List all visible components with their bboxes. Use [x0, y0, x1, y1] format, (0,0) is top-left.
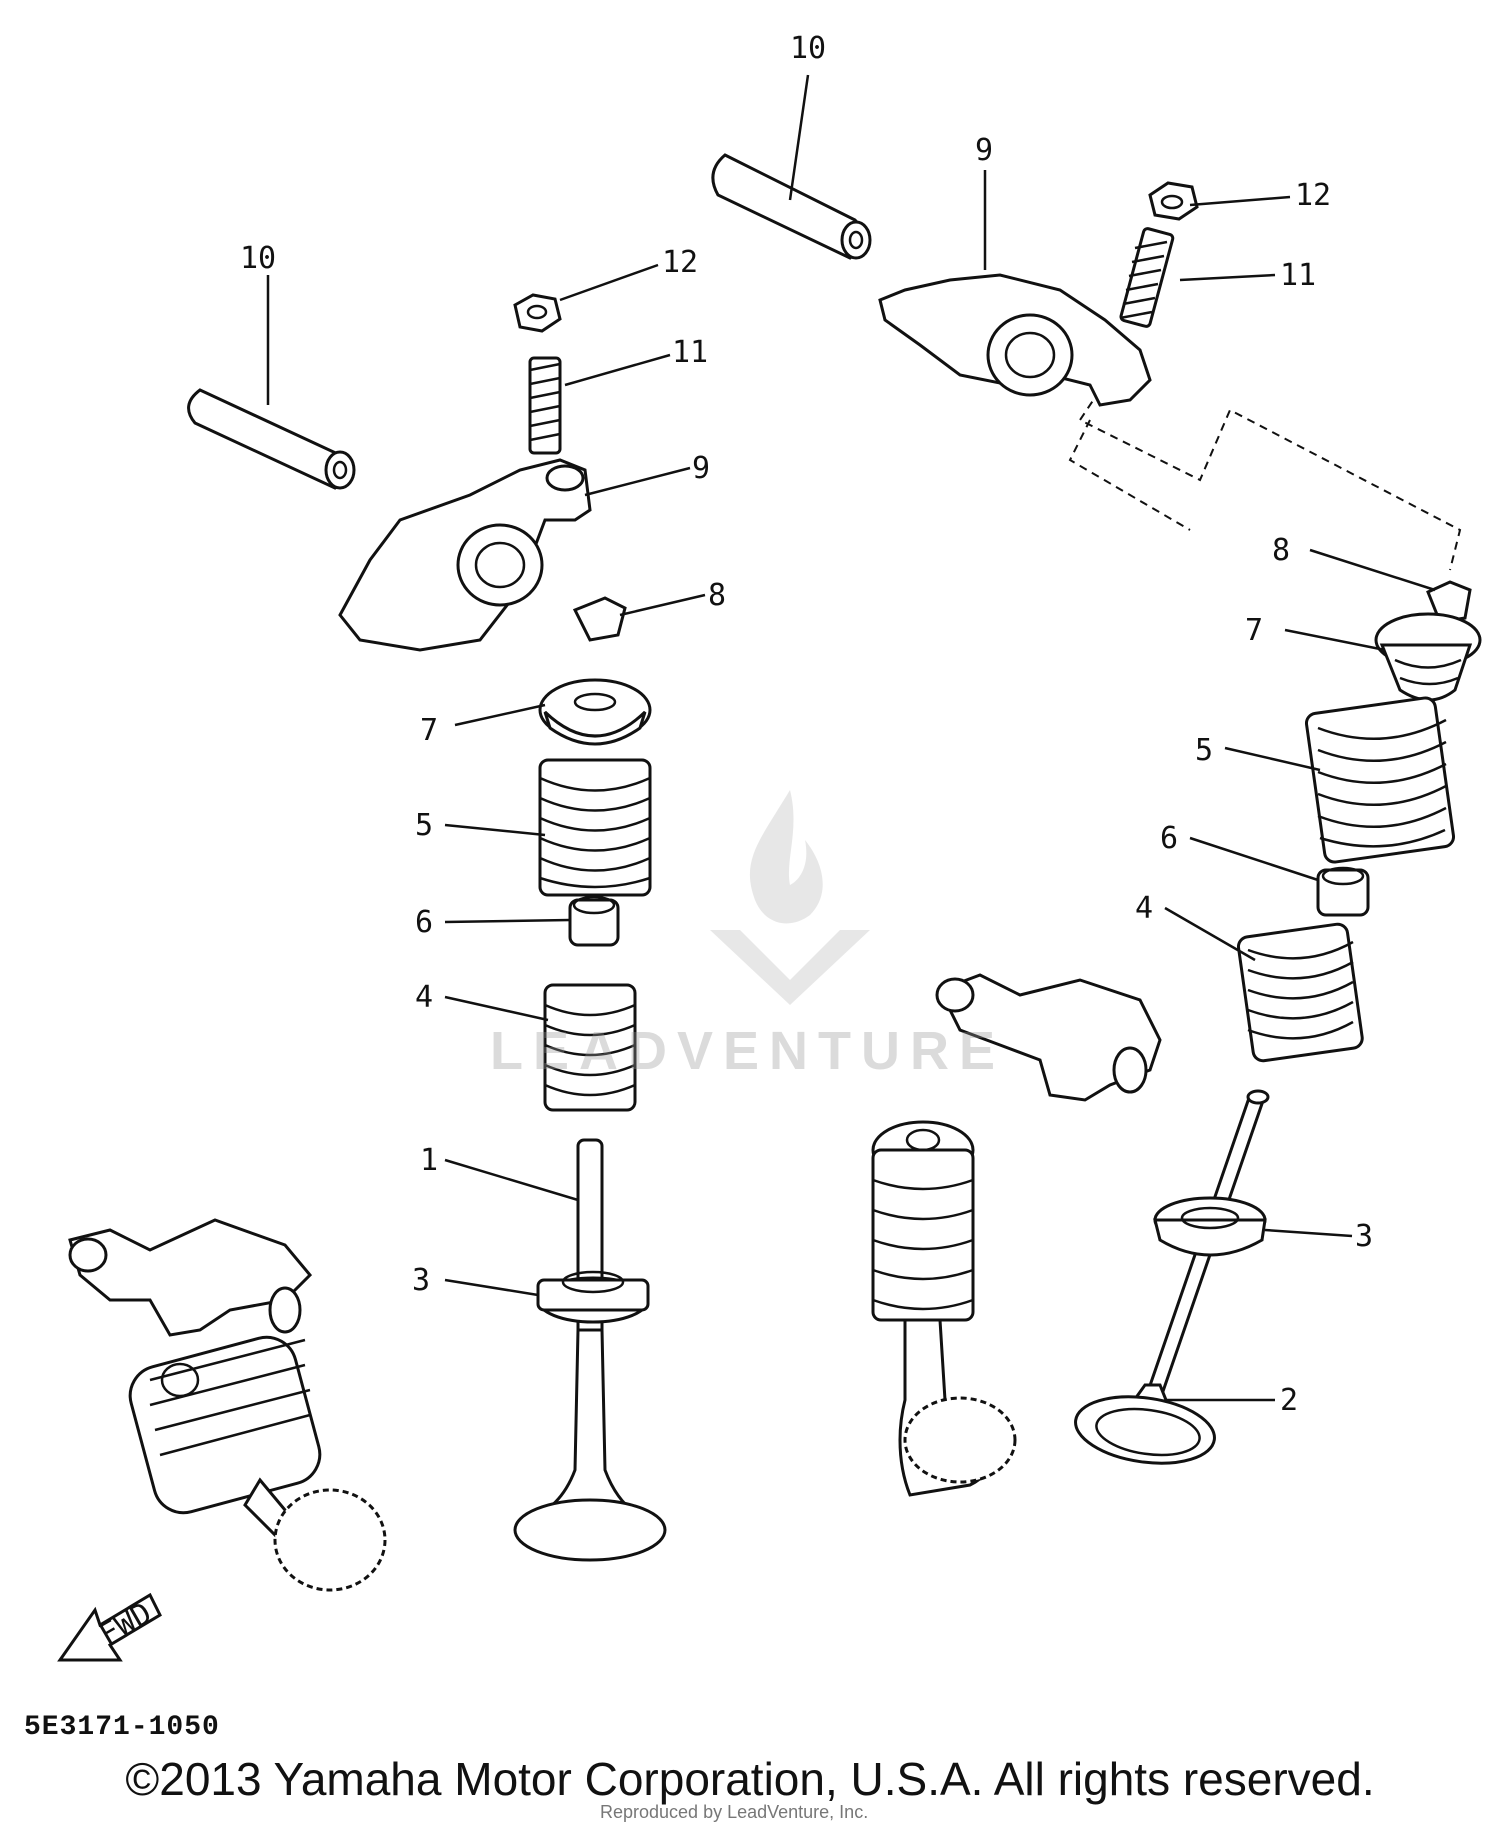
callout-9-left: 9 [692, 451, 710, 486]
callout-12-left: 12 [662, 245, 698, 280]
reproduced-notice: Reproduced by LeadVenture, Inc. [600, 1802, 869, 1822]
rocker-shaft-left [187, 388, 356, 490]
fwd-arrow-icon: FWD [57, 1592, 162, 1662]
spring-retainer-left [538, 678, 652, 746]
callout-7-left: 7 [420, 713, 438, 748]
assembled-rocker-lower-left [68, 1218, 387, 1592]
callout-11-right: 11 [1280, 258, 1316, 293]
callout-5-left: 5 [415, 808, 433, 843]
callout-10-right: 10 [790, 31, 826, 66]
callout-3-left: 3 [412, 1263, 430, 1298]
outer-spring-right [1304, 696, 1456, 864]
leader-lines [266, 74, 1436, 1402]
locknut-left [513, 293, 562, 333]
callout-1: 1 [420, 1143, 438, 1178]
callout-9-right: 9 [975, 133, 993, 168]
assembled-rocker-right [871, 973, 1162, 1497]
callout-8-right: 8 [1272, 533, 1290, 568]
callout-2: 2 [1280, 1383, 1298, 1418]
copyright-notice: ©2013 Yamaha Motor Corporation, U.S.A. A… [125, 1753, 1375, 1805]
callout-3-right: 3 [1355, 1219, 1373, 1254]
callout-5-right: 5 [1195, 733, 1213, 768]
valve-seat-left [536, 1270, 650, 1324]
callout-4-left: 4 [415, 980, 433, 1015]
callout-6-left: 6 [415, 905, 433, 940]
callout-10-left: 10 [240, 241, 276, 276]
watermark-logo-icon [710, 790, 870, 1005]
callout-6-right: 6 [1160, 821, 1178, 856]
inner-spring-left [543, 983, 637, 1112]
spring-retainer-right [1374, 612, 1482, 702]
callout-7-right: 7 [1245, 613, 1263, 648]
valve-seat-right [1153, 1196, 1267, 1257]
exhaust-valve [1074, 1089, 1270, 1465]
adjuster-bolt-right [1119, 227, 1175, 328]
callout-8-left: 8 [708, 578, 726, 613]
intake-valve [513, 1138, 667, 1562]
stem-seal-right [1316, 866, 1370, 917]
valve-cotter-left [572, 596, 627, 642]
outer-spring-left [538, 758, 652, 897]
rocker-shaft-right [711, 153, 872, 260]
dashed-link-line [1078, 389, 1462, 571]
watermark-text: LEADVENTURE [490, 1021, 1006, 1081]
adjuster-bolt-left [528, 356, 562, 455]
rocker-arm-left [338, 458, 592, 652]
diagram-code: 5E3171-1050 [24, 1712, 220, 1743]
callout-11-left: 11 [672, 335, 708, 370]
inner-spring-right [1236, 922, 1364, 1063]
callout-4-right: 4 [1135, 891, 1153, 926]
callout-12-right: 12 [1295, 178, 1331, 213]
dashed-link-line-2 [1068, 419, 1191, 531]
stem-seal-left [568, 895, 620, 947]
rocker-arm-right [878, 273, 1152, 407]
locknut-right [1148, 181, 1199, 221]
callout-labels: 10 10 9 9 12 12 11 11 8 8 7 7 5 5 6 6 4 … [240, 31, 1373, 1418]
